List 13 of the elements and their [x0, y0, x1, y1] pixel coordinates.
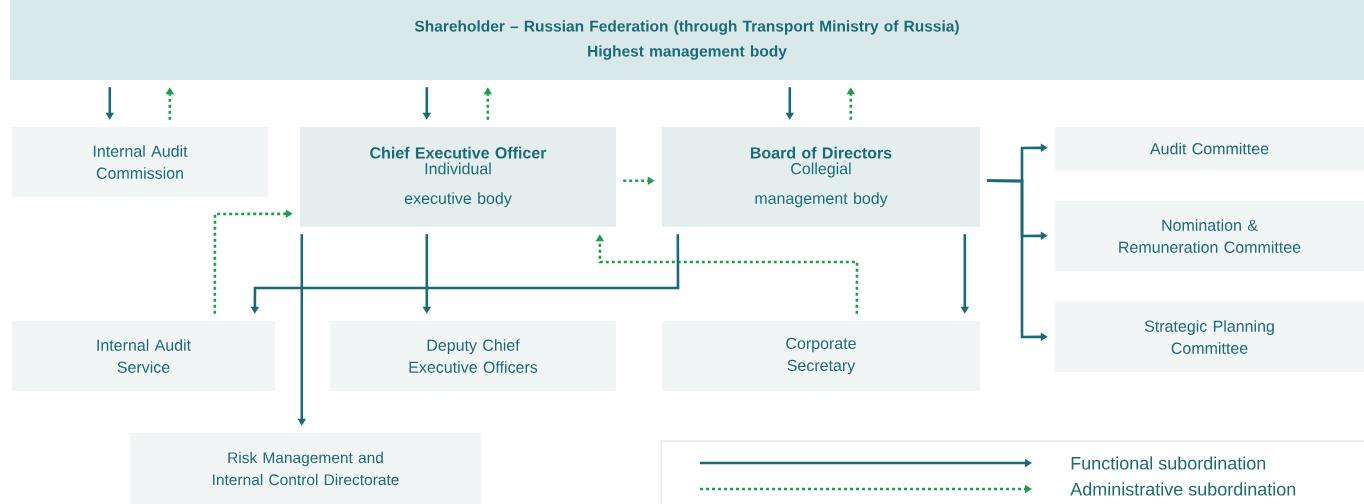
org-box: Strategic Planning Committee	[1055, 302, 1364, 372]
org-box: Internal Audit Commission	[12, 127, 268, 197]
org-box: Audit Committee	[1055, 127, 1364, 170]
org-box: Corporate Secretary	[662, 321, 980, 391]
org-box: Internal Audit Service	[12, 321, 275, 391]
header-band: Shareholder – Russian Federation (through Transport Ministry of Russia) Highest management body	[10, 0, 1364, 80]
legend-text: Functional subordination	[1071, 456, 1266, 470]
org-box: Nomination & Remuneration Committee	[1055, 201, 1364, 271]
legend-text: Administrative subordination	[1070, 482, 1296, 496]
org-box: Chief Executive Officer Individual executive body	[300, 127, 616, 227]
org-box: Deputy Chief Executive Officers	[330, 321, 616, 391]
org-box: Board of Directors Collegial management body	[662, 127, 980, 227]
org-box: Risk Management and Internal Control Directorate	[130, 433, 481, 504]
